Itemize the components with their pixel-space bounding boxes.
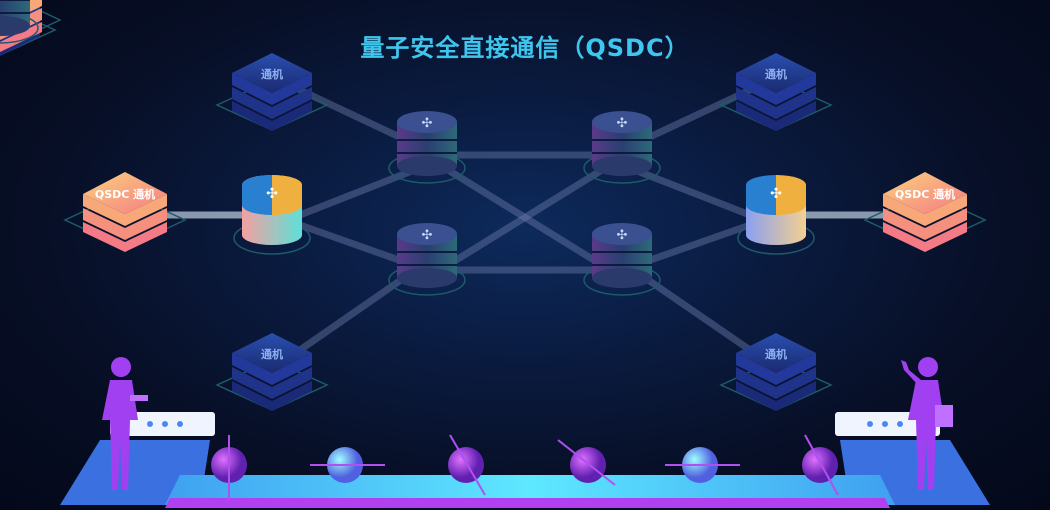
- sender-person: [102, 357, 148, 490]
- network-links: [160, 86, 890, 353]
- host-label: 通机: [765, 67, 787, 81]
- photon: [570, 447, 606, 483]
- endpoint-database-left: ✣: [233, 175, 311, 255]
- photon-states: [211, 434, 839, 500]
- endpoint-database-right: ✣: [737, 175, 815, 255]
- arrows-icon: ✣: [770, 186, 782, 202]
- qsdc-host-label: QSDC 通机: [895, 187, 955, 201]
- host-label: 通机: [261, 67, 283, 81]
- receiver-person: [901, 357, 953, 490]
- arrows-icon: ✣: [266, 186, 278, 202]
- qsdc-host-label: QSDC 通机: [95, 187, 155, 201]
- photon: [802, 447, 838, 483]
- host-label: 通机: [261, 347, 283, 361]
- photon: [448, 447, 484, 483]
- quantum-channel: [60, 412, 990, 508]
- qsdc-host-right: [864, 171, 986, 253]
- host-label: 通机: [765, 347, 787, 361]
- qsdc-host-left: [64, 171, 186, 253]
- host-server-top-left: [216, 52, 328, 132]
- diagram-title: 量子安全直接通信（QSDC）: [360, 34, 690, 62]
- host-server-top-right: [720, 52, 832, 132]
